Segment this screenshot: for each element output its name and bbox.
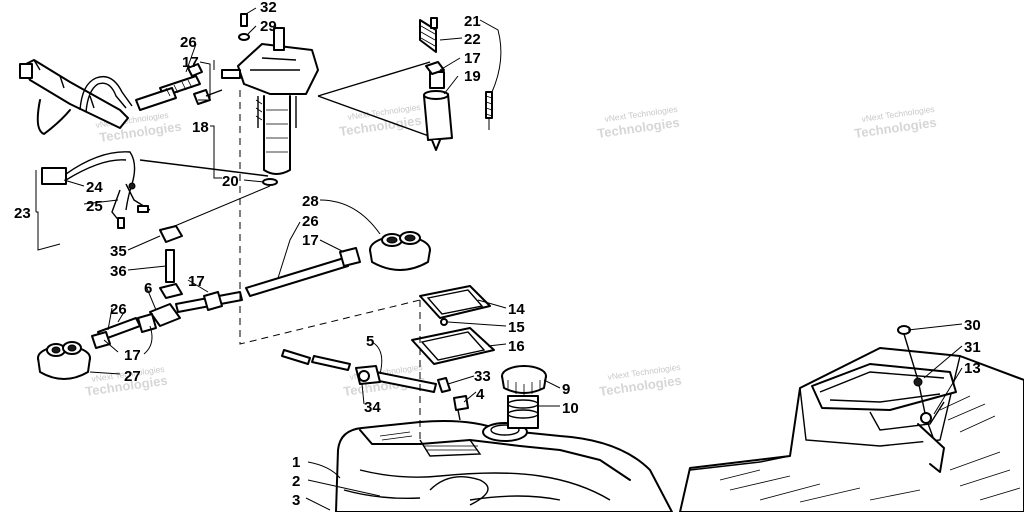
callout-label: 33 bbox=[474, 368, 491, 385]
callout-label: 34 bbox=[364, 399, 381, 416]
callout-label: 35 bbox=[110, 243, 127, 260]
callout-label: 31 bbox=[964, 339, 981, 356]
callout-label: 6 bbox=[144, 280, 152, 297]
callout-label: 18 bbox=[192, 119, 209, 136]
callout-label: 10 bbox=[562, 400, 579, 417]
assembly-guide-lines bbox=[169, 90, 421, 440]
callout-label: 16 bbox=[508, 338, 525, 355]
wire-harness bbox=[41, 151, 269, 229]
callout-label: 19 bbox=[464, 68, 481, 85]
callout-label: 26 bbox=[302, 213, 319, 230]
callout-label: 32 bbox=[260, 0, 277, 16]
fuel-pump-assembly bbox=[221, 13, 319, 186]
callout-label: 27 bbox=[124, 368, 141, 385]
callout-label: 23 bbox=[14, 205, 31, 222]
callout-label: 26 bbox=[110, 301, 127, 318]
callout-label: 20 bbox=[222, 173, 239, 190]
callout-label: 30 bbox=[964, 317, 981, 334]
callout-label: 22 bbox=[464, 31, 481, 48]
callout-label: 2 bbox=[292, 473, 300, 490]
callout-label: 5 bbox=[366, 333, 374, 350]
callout-label: 1 bbox=[292, 454, 300, 471]
callout-label: 24 bbox=[86, 179, 103, 196]
callout-label: 14 bbox=[508, 301, 525, 318]
callout-label: 29 bbox=[260, 18, 277, 35]
fuel-cap bbox=[501, 365, 547, 429]
leader-lines bbox=[35, 7, 963, 511]
callout-labels: 32 29 26 17 18 20 21 22 17 19 24 25 23 2… bbox=[14, 0, 981, 509]
gasket-plates bbox=[411, 285, 495, 365]
callout-label: 4 bbox=[476, 386, 485, 403]
fuel-tank bbox=[335, 420, 673, 512]
fuel-line-long bbox=[245, 247, 361, 297]
callout-label: 25 bbox=[86, 198, 103, 215]
callout-label: 15 bbox=[508, 319, 525, 336]
fuel-pump-exploded bbox=[317, 17, 493, 151]
callout-label: 26 bbox=[180, 34, 197, 51]
fuel-gauge-rod bbox=[897, 325, 945, 473]
callout-label: 17 bbox=[182, 54, 199, 71]
callout-label: 3 bbox=[292, 492, 300, 509]
callout-label: 9 bbox=[562, 381, 570, 398]
callout-label: 21 bbox=[464, 13, 481, 30]
callout-label: 17 bbox=[124, 347, 141, 364]
pressure-regulator-lower bbox=[37, 341, 91, 380]
callout-label: 36 bbox=[110, 263, 127, 280]
fuel-line-fittings bbox=[91, 225, 243, 349]
callout-label: 17 bbox=[188, 273, 205, 290]
pressure-regulator bbox=[369, 231, 431, 271]
callout-label: 28 bbox=[302, 193, 319, 210]
callout-label: 17 bbox=[464, 50, 481, 67]
callout-label: 13 bbox=[964, 360, 981, 377]
callout-label: 17 bbox=[302, 232, 319, 249]
